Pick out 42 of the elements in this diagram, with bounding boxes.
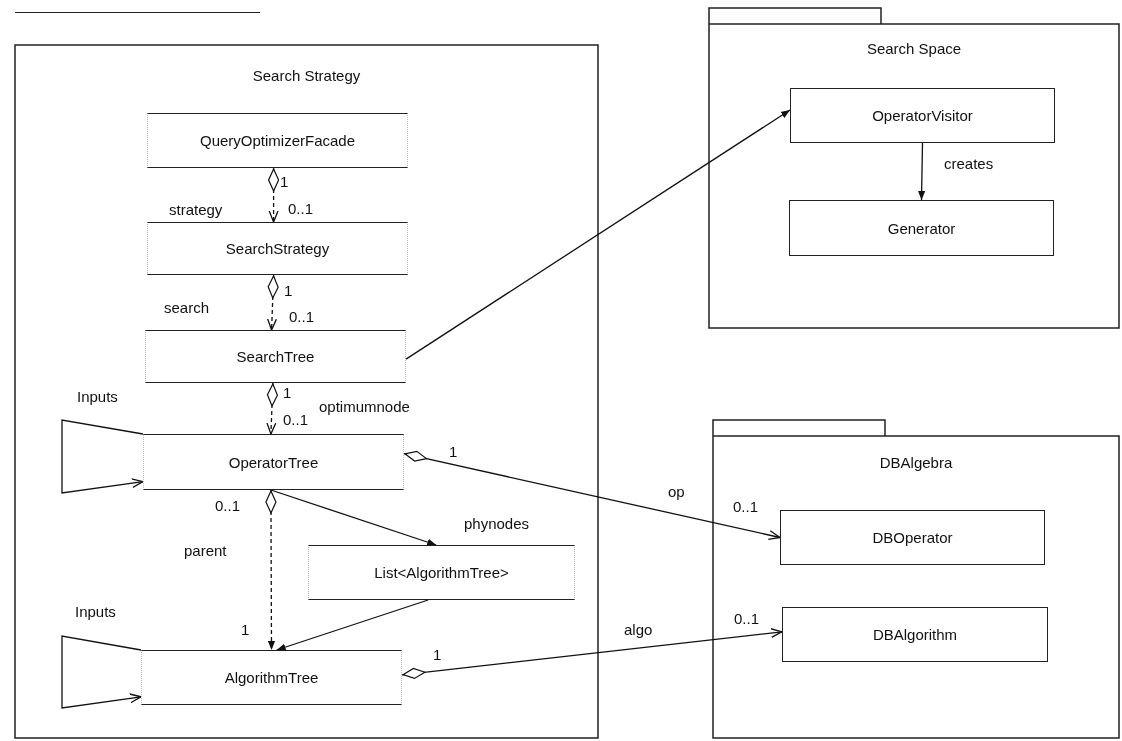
arrow (270, 489, 437, 546)
arrow (276, 599, 429, 651)
class-name: Generator (887, 219, 956, 237)
class-name: QueryOptimizerFacade (199, 132, 356, 149)
arrow (266, 274, 279, 331)
arrow (403, 450, 781, 541)
arrow (61, 635, 142, 709)
class-name: SearchStrategy (225, 240, 330, 257)
edge-label: Inputs (76, 389, 119, 406)
package-title: Search Space (865, 40, 963, 57)
edge-label: Inputs (74, 604, 117, 621)
edge-label: parent (183, 543, 228, 560)
arrow (265, 489, 277, 651)
class-box (143, 434, 404, 490)
class-box (147, 113, 408, 168)
edge-label: phynodes (463, 516, 531, 533)
class-name: SearchTree (236, 348, 315, 365)
arrow (268, 167, 280, 223)
package-title: DBAlgebra (878, 454, 954, 471)
class-box (780, 510, 1045, 565)
class-box (308, 545, 575, 600)
edge-label: strategy (168, 202, 224, 219)
arrow (918, 142, 926, 201)
class-box (147, 222, 408, 275)
edge-label: optimumnode (318, 399, 411, 416)
class-name: OperatorTree (228, 453, 319, 471)
class-name: OperatorVisitor (872, 107, 973, 124)
class-box (789, 200, 1054, 256)
arrow (401, 628, 783, 679)
arrow (266, 382, 279, 435)
class-box (145, 330, 406, 383)
edge-label: algo (623, 622, 654, 639)
class-box (790, 88, 1055, 143)
arrow (405, 109, 791, 360)
class-box (782, 607, 1048, 662)
class-box (141, 650, 402, 705)
class-name: AlgorithmTree (224, 669, 319, 686)
class-name: List<AlgorithmTree> (374, 564, 509, 581)
class-name: DBOperator (872, 529, 953, 546)
arrow (61, 419, 144, 494)
class-name: DBAlgorithm (872, 626, 958, 643)
package-title: Search Strategy (251, 67, 362, 84)
